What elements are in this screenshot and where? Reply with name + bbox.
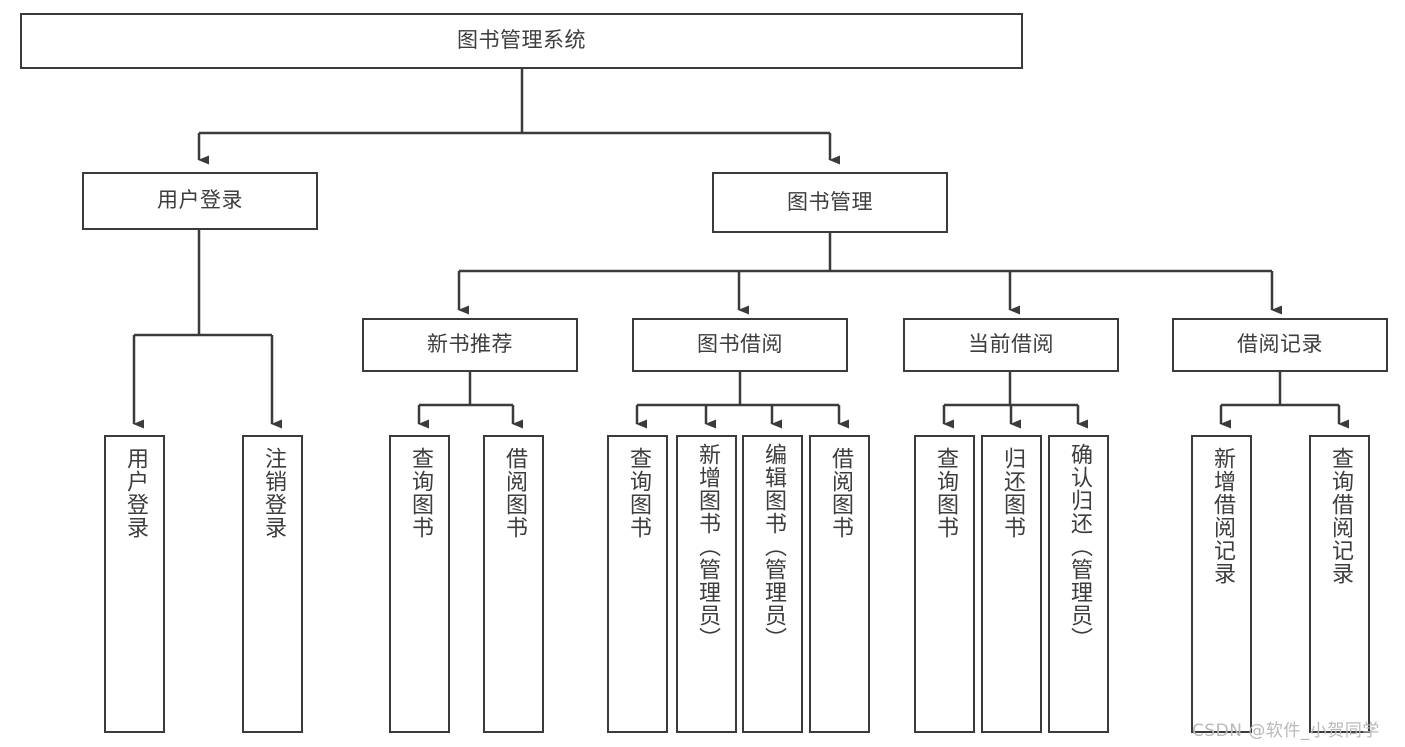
watermark-text: CSDN @软件_小贺同学 [1192, 721, 1380, 741]
node-book-management[interactable]: 图书管理 [712, 172, 948, 233]
node-label: 确认归还（管理员） [1066, 443, 1092, 650]
node-label: 新书推荐 [427, 332, 513, 357]
leaf-current-query-book[interactable]: 查询图书 [914, 435, 975, 733]
node-label: 查询图书 [407, 447, 433, 539]
node-root-system[interactable]: 图书管理系统 [20, 13, 1023, 69]
leaf-recommend-borrow-book[interactable]: 借阅图书 [483, 435, 544, 733]
node-new-book-recommend[interactable]: 新书推荐 [362, 318, 578, 372]
node-label: 查询图书 [625, 447, 651, 539]
leaf-current-confirm-return-admin[interactable]: 确认归还（管理员） [1048, 435, 1109, 733]
node-label: 编辑图书（管理员） [760, 443, 786, 650]
node-label: 查询图书 [932, 447, 958, 539]
leaf-borrow-query-book[interactable]: 查询图书 [607, 435, 668, 733]
leaf-borrow-edit-book-admin[interactable]: 编辑图书（管理员） [742, 435, 803, 733]
leaf-record-add-record[interactable]: 新增借阅记录 [1191, 435, 1252, 733]
node-borrow-record[interactable]: 借阅记录 [1172, 318, 1388, 372]
node-book-borrow[interactable]: 图书借阅 [632, 318, 848, 372]
leaf-borrow-add-book-admin[interactable]: 新增图书（管理员） [676, 435, 737, 733]
node-label: 当前借阅 [968, 332, 1054, 357]
node-label: 图书管理系统 [457, 28, 586, 53]
node-label: 借阅图书 [501, 447, 527, 539]
node-label: 新增借阅记录 [1209, 447, 1235, 585]
node-label: 用户登录 [157, 188, 243, 213]
node-label: 借阅图书 [827, 447, 853, 539]
node-label: 图书管理 [787, 189, 873, 214]
leaf-user-login-signin[interactable]: 用户登录 [104, 435, 165, 733]
node-label: 用户登录 [122, 447, 148, 539]
node-label: 新增图书（管理员） [694, 443, 720, 650]
node-user-login[interactable]: 用户登录 [82, 172, 318, 230]
leaf-borrow-borrow-book[interactable]: 借阅图书 [809, 435, 870, 733]
node-label: 图书借阅 [697, 332, 783, 357]
leaf-current-return-book[interactable]: 归还图书 [981, 435, 1042, 733]
leaf-recommend-query-book[interactable]: 查询图书 [389, 435, 450, 733]
node-label: 归还图书 [999, 447, 1025, 539]
node-current-borrow[interactable]: 当前借阅 [903, 318, 1119, 372]
node-label: 借阅记录 [1237, 332, 1323, 357]
leaf-record-query-record[interactable]: 查询借阅记录 [1309, 435, 1370, 733]
node-label: 查询借阅记录 [1327, 447, 1353, 585]
node-label: 注销登录 [260, 447, 286, 539]
leaf-user-login-signout[interactable]: 注销登录 [242, 435, 303, 733]
